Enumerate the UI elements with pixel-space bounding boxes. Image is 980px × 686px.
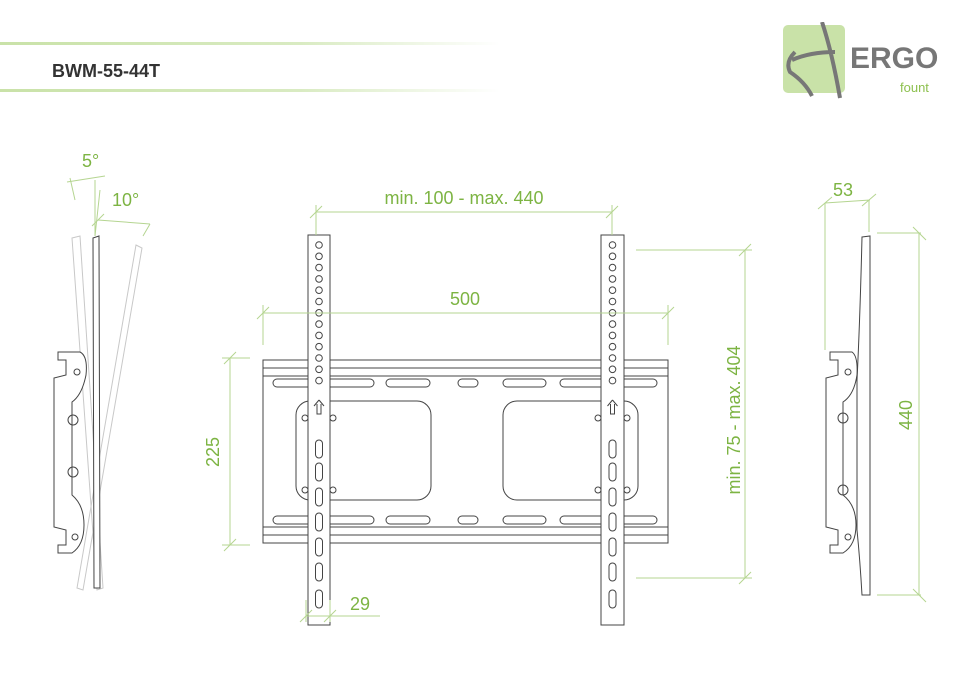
arm-slot: [315, 462, 323, 482]
arm-hole: [315, 275, 323, 283]
arm-slot: [315, 487, 323, 507]
arm-hole: [608, 365, 617, 374]
wall-plate-profile: [53, 351, 87, 554]
arm-hole: [608, 331, 617, 340]
bolt: [623, 486, 631, 494]
logo-figure-icon: [786, 21, 842, 99]
arm-hole: [315, 342, 323, 351]
bolt: [329, 414, 337, 422]
arm-hole: [315, 297, 323, 306]
bolt: [301, 414, 309, 422]
dim-arm-height: 440: [896, 400, 916, 430]
pivot: [67, 466, 79, 478]
side-arm-depth: [856, 235, 871, 596]
ergofount-logo: ERGO fount: [780, 21, 940, 102]
safety-lock: [608, 439, 617, 459]
arm-hole: [608, 320, 617, 328]
safety-lock: [315, 439, 323, 459]
arm-hole: [608, 376, 617, 385]
pivot: [67, 414, 79, 426]
wall-plate-profile-right: [825, 351, 858, 554]
arm-hole: [315, 286, 323, 295]
arm-hole: [315, 354, 323, 362]
cutout-right: [502, 400, 639, 501]
front-view: min. 100 - max. 440 500 225 min. 75 - ma…: [203, 188, 752, 626]
model-title: BWM-55-44T: [52, 61, 161, 81]
arm-hole: [608, 275, 617, 283]
dim-plate-width: 500: [450, 289, 480, 309]
arm-slot: [608, 562, 617, 582]
dim-tilt-back: 5°: [82, 151, 99, 171]
arm-hole: [608, 297, 617, 306]
arm-hole: [315, 252, 323, 261]
ghost-arm-back: [71, 235, 104, 591]
bolt: [594, 486, 602, 494]
arm-slot: [315, 537, 323, 557]
arm-hole: [608, 252, 617, 261]
bolt: [623, 414, 631, 422]
side-view-tilt: 5° 10°: [53, 151, 151, 591]
arm-slot: [315, 512, 323, 532]
arm-slot: [315, 589, 323, 609]
arm-hole: [608, 342, 617, 351]
screw: [73, 368, 81, 376]
ghost-arm-forward: [76, 244, 143, 591]
plate-slot: [385, 515, 431, 525]
arm-hole: [608, 241, 617, 249]
plate-slot: [457, 378, 479, 388]
plate-slot: [385, 378, 431, 388]
dim-depth: 53: [833, 180, 853, 200]
arm-hole: [315, 365, 323, 374]
arm-hole: [315, 320, 323, 328]
side-view-depth: 53 440: [817, 180, 927, 603]
arm-hole: [315, 263, 323, 272]
arm-hole: [608, 286, 617, 295]
up-arrow-icon: [607, 399, 618, 415]
vertical-arm: [307, 234, 331, 626]
dim-vesa-vertical: min. 75 - max. 404: [724, 345, 744, 494]
arm-slot: [608, 512, 617, 532]
arm-hole: [608, 263, 617, 272]
logo-sub: fount: [900, 80, 929, 95]
dim-plate-height: 225: [203, 437, 223, 467]
arm-slot: [608, 487, 617, 507]
arm-slot: [315, 562, 323, 582]
arm-hole: [315, 331, 323, 340]
dim-tilt-forward: 10°: [112, 190, 139, 210]
arm-hole: [315, 241, 323, 249]
dim-arm-width: 29: [350, 594, 370, 614]
dim-vesa-horizontal: min. 100 - max. 440: [384, 188, 543, 208]
bolt: [301, 486, 309, 494]
arm-hole: [608, 354, 617, 362]
plate-slot: [457, 515, 479, 525]
bolt: [329, 486, 337, 494]
logo-brand: ERGO: [850, 42, 938, 75]
plate-slot: [502, 515, 547, 525]
cutout-left: [295, 400, 432, 501]
header-rule-top: [0, 42, 500, 45]
arm-slot: [608, 589, 617, 609]
bolt: [594, 414, 602, 422]
arm-slot: [608, 462, 617, 482]
plate-slot: [502, 378, 547, 388]
header-rule-bottom: [0, 89, 500, 92]
arm-hole: [315, 376, 323, 385]
screw: [71, 533, 79, 541]
arm-slot: [608, 537, 617, 557]
side-arm: [92, 235, 101, 589]
up-arrow-icon: [313, 399, 325, 415]
